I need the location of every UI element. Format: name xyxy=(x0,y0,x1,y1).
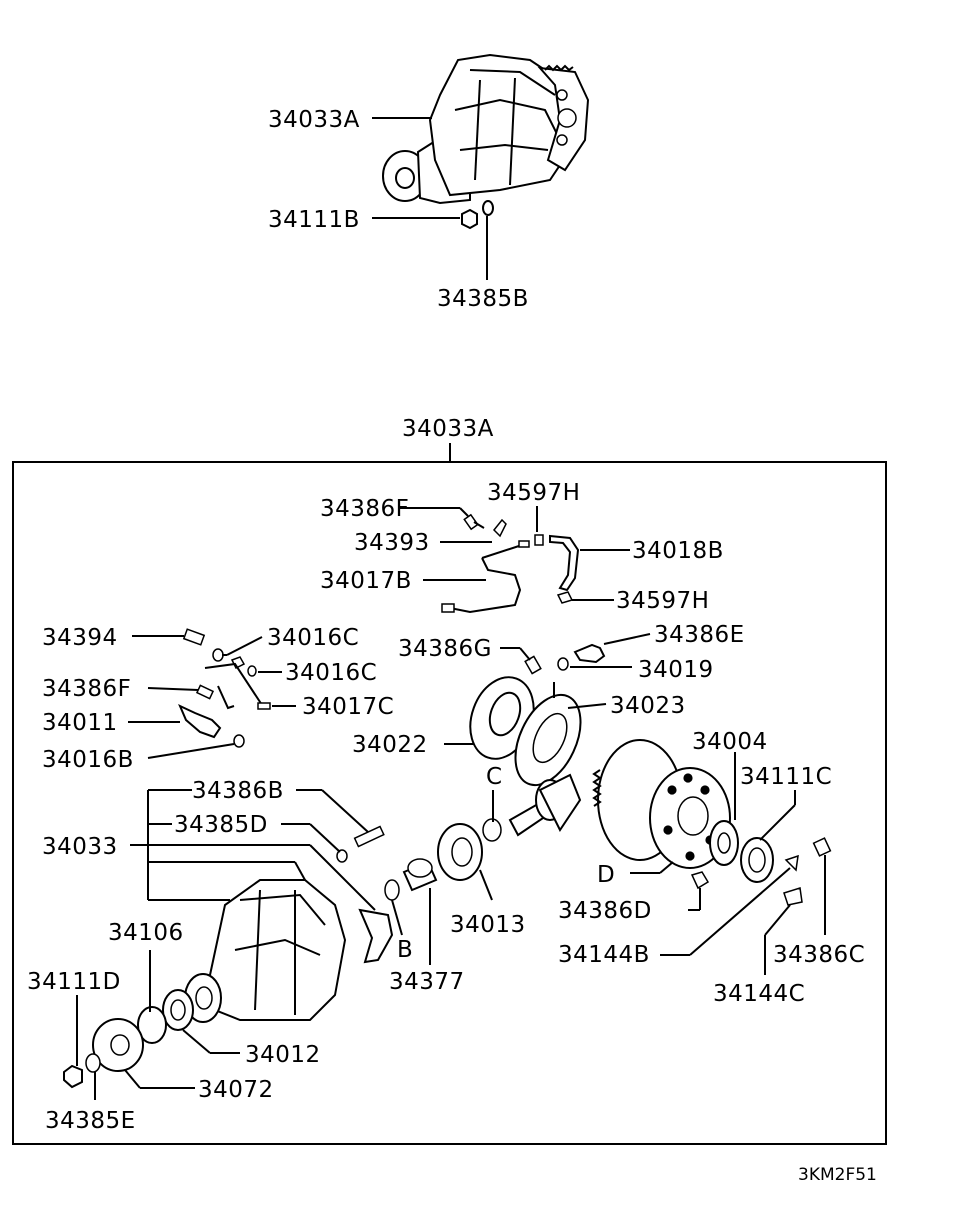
label-34018B: 34018B xyxy=(632,538,724,564)
label-C: C xyxy=(486,764,503,790)
label-34016B: 34016B xyxy=(42,747,134,773)
label-34013: 34013 xyxy=(450,912,526,938)
top-leaders xyxy=(372,117,488,280)
label-34386F-a: 34386F xyxy=(320,496,409,522)
footer-code: 3KM2F51 xyxy=(798,1165,877,1185)
label-34016C-a: 34016C xyxy=(267,625,359,651)
label-34012: 34012 xyxy=(245,1042,321,1068)
label-34004: 34004 xyxy=(692,729,768,755)
nut-34111B xyxy=(461,208,478,230)
label-34597H-b: 34597H xyxy=(616,588,709,614)
label-34033: 34033 xyxy=(42,834,118,860)
label-34011: 34011 xyxy=(42,710,118,736)
label-B: B xyxy=(397,937,413,963)
label-34386C: 34386C xyxy=(773,942,865,968)
label-34377: 34377 xyxy=(389,969,465,995)
label-34111C: 34111C xyxy=(740,764,832,790)
label-34144B: 34144B xyxy=(558,942,650,968)
label-top-nut: 34111B xyxy=(268,207,360,233)
label-34385D: 34385D xyxy=(174,812,268,838)
label-top-housing: 34033A xyxy=(268,107,360,133)
assembly-box xyxy=(12,461,887,1145)
label-34386G: 34386G xyxy=(398,636,492,662)
label-34386D: 34386D xyxy=(558,898,652,924)
label-34386E: 34386E xyxy=(654,622,745,648)
label-34022: 34022 xyxy=(352,732,428,758)
label-D: D xyxy=(597,862,615,888)
box-title: 34033A xyxy=(402,416,494,442)
label-34017C: 34017C xyxy=(302,694,394,720)
label-34023: 34023 xyxy=(610,693,686,719)
label-34072: 34072 xyxy=(198,1077,274,1103)
label-34017B: 34017B xyxy=(320,568,412,594)
washer-34385B xyxy=(482,200,494,216)
label-34144C: 34144C xyxy=(713,981,805,1007)
top-housing-assembly xyxy=(382,53,590,230)
leader-lines xyxy=(76,506,826,1100)
label-34019: 34019 xyxy=(638,657,714,683)
parts xyxy=(63,513,832,1089)
label-34393: 34393 xyxy=(354,530,430,556)
label-34597H-a: 34597H xyxy=(487,480,580,506)
label-34106: 34106 xyxy=(108,920,184,946)
label-34386F-b: 34386F xyxy=(42,676,131,702)
label-34111D: 34111D xyxy=(27,969,121,995)
label-top-washer: 34385B xyxy=(437,286,529,312)
label-34386B: 34386B xyxy=(192,778,284,804)
label-34385E: 34385E xyxy=(45,1108,136,1134)
label-34394: 34394 xyxy=(42,625,118,651)
label-34016C-b: 34016C xyxy=(285,660,377,686)
